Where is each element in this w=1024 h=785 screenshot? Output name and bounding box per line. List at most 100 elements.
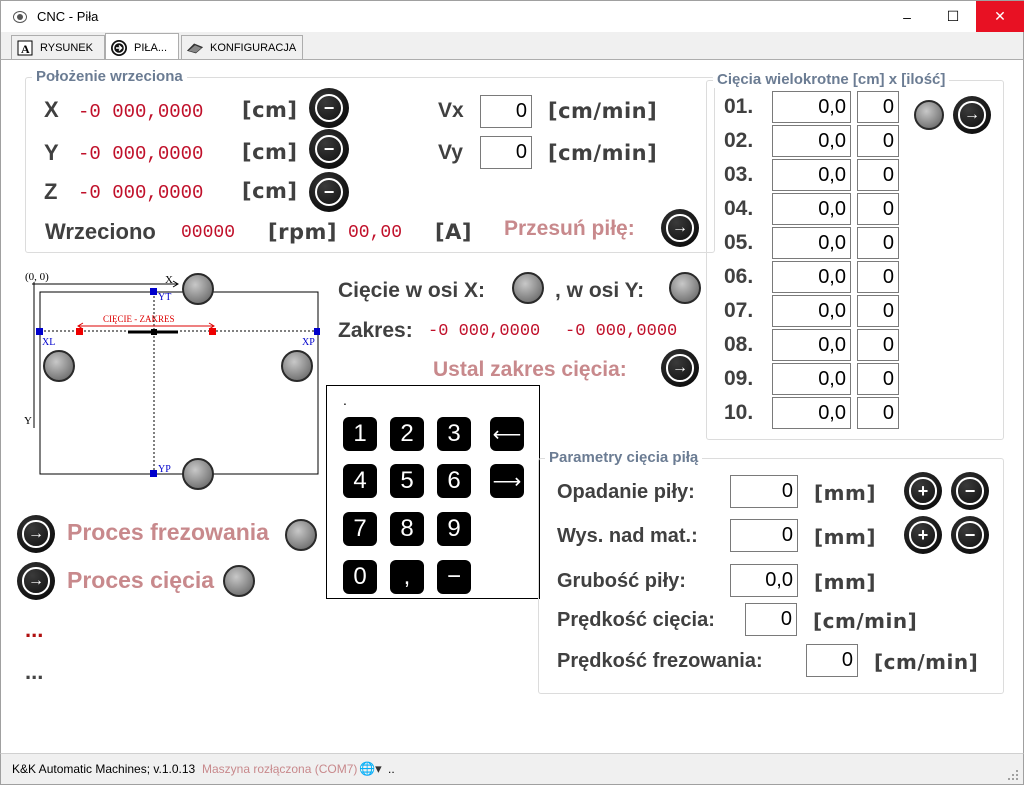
multi-cut-quantity-input[interactable]: 0 [857, 329, 899, 361]
multi-cut-indicator[interactable] [914, 100, 944, 130]
multi-cut-length-input[interactable]: 0,0 [772, 125, 851, 157]
multi-cut-quantity-input[interactable]: 0 [857, 363, 899, 395]
cutting-process-indicator[interactable] [223, 565, 255, 597]
tab-label: RYSUNEK [40, 42, 93, 54]
key-8[interactable]: 8 [390, 512, 424, 546]
axis-x-value: -0 000,0000 [78, 101, 204, 123]
minus-icon: − [956, 477, 984, 505]
tab-pila[interactable]: PIŁA... [105, 33, 179, 61]
multi-cut-length-input[interactable]: 0,0 [772, 329, 851, 361]
x-axis-arrow [172, 280, 179, 288]
axis-x-label: X [44, 97, 59, 122]
multi-cut-quantity-input[interactable]: 0 [857, 261, 899, 293]
cut-axis-y-toggle[interactable] [669, 272, 701, 304]
minimize-button[interactable]: – [903, 8, 911, 25]
move-saw-button[interactable]: → [661, 209, 699, 247]
drop-decrease-button[interactable]: − [951, 472, 989, 510]
mill-speed-label: Prędkość frezowania: [557, 650, 763, 672]
key-minus[interactable]: − [437, 560, 471, 594]
multi-cut-row-number: 01. [724, 95, 754, 118]
drop-input[interactable]: 0 [730, 475, 798, 508]
close-button[interactable]: ✕ [976, 1, 1024, 32]
maximize-button[interactable]: ☐ [946, 8, 960, 24]
key-0[interactable]: 0 [343, 560, 377, 594]
height-decrease-button[interactable]: − [951, 516, 989, 554]
multi-cut-length-input[interactable]: 0,0 [772, 295, 851, 327]
key-5[interactable]: 5 [390, 464, 424, 498]
xp-limit-indicator[interactable] [281, 350, 313, 382]
milling-process-indicator[interactable] [285, 519, 317, 551]
tab-rysunek[interactable]: A RYSUNEK [11, 35, 105, 60]
cut-speed-input[interactable]: 0 [745, 603, 797, 636]
milling-process-button[interactable]: → [17, 515, 55, 553]
mill-speed-input[interactable]: 0 [806, 644, 858, 677]
key-forward[interactable]: ⟶ [490, 464, 524, 498]
multi-cut-length-input[interactable]: 0,0 [772, 193, 851, 225]
cut-speed-unit: [cm/min] [813, 609, 918, 633]
drop-increase-button[interactable]: + [904, 472, 942, 510]
range-from-value: -0 000,0000 [428, 322, 541, 341]
arrow-right-icon: → [958, 101, 986, 129]
multi-cut-length-input[interactable]: 0,0 [772, 397, 851, 429]
status-extra: .. [388, 762, 395, 776]
axis-z-unit: [cm] [242, 179, 298, 203]
vy-input[interactable]: 0 [480, 136, 532, 169]
cut-axis-x-toggle[interactable] [512, 272, 544, 304]
move-saw-label: Przesuń piłę: [504, 217, 635, 240]
height-label: Wys. nad mat.: [557, 525, 698, 547]
height-input[interactable]: 0 [730, 519, 798, 552]
multi-cut-quantity-input[interactable]: 0 [857, 397, 899, 429]
set-range-button[interactable]: → [661, 349, 699, 387]
multi-cut-start-button[interactable]: → [953, 96, 991, 134]
key-4[interactable]: 4 [343, 464, 377, 498]
key-7[interactable]: 7 [343, 512, 377, 546]
multi-cut-length-input[interactable]: 0,0 [772, 261, 851, 293]
thickness-input[interactable]: 0,0 [730, 564, 798, 597]
reset-y-button[interactable]: − [309, 129, 349, 169]
minus-icon: − [314, 134, 344, 164]
key-9[interactable]: 9 [437, 512, 471, 546]
cut-speed-label: Prędkość cięcia: [557, 609, 715, 631]
multi-cut-quantity-input[interactable]: 0 [857, 227, 899, 259]
y-axis-label: Y [24, 415, 32, 427]
saw-params-group: Parametry cięcia piłą [538, 449, 1004, 694]
multi-cut-length-input[interactable]: 0,0 [772, 159, 851, 191]
minus-icon: − [314, 93, 344, 123]
cutting-process-button[interactable]: → [17, 562, 55, 600]
origin-label: (0, 0) [25, 271, 49, 283]
multi-cut-quantity-input[interactable]: 0 [857, 193, 899, 225]
multi-cut-quantity-input[interactable]: 0 [857, 159, 899, 191]
multi-cut-length-input[interactable]: 0,0 [772, 363, 851, 395]
multi-cut-row-number: 02. [724, 129, 754, 152]
reset-x-button[interactable]: − [309, 88, 349, 128]
globe-dropdown-icon[interactable]: 🌐▾ [359, 761, 382, 776]
multi-cut-quantity-input[interactable]: 0 [857, 125, 899, 157]
key-comma[interactable]: , [390, 560, 424, 594]
axis-y-unit: [cm] [242, 140, 298, 164]
vx-input[interactable]: 0 [480, 95, 532, 128]
yp-limit-indicator[interactable] [182, 458, 214, 490]
axis-y-label: Y [44, 140, 59, 165]
yt-limit-indicator[interactable] [182, 273, 214, 305]
key-2[interactable]: 2 [390, 417, 424, 451]
keypad-display: . [343, 392, 347, 408]
xl-limit-indicator[interactable] [43, 350, 75, 382]
key-backspace[interactable]: ⟵ [490, 417, 524, 451]
mill-speed-unit: [cm/min] [874, 650, 979, 674]
yp-marker [150, 470, 157, 477]
resize-grip-icon[interactable] [1006, 768, 1020, 782]
range-start-marker [76, 328, 83, 335]
multi-cut-length-input[interactable]: 0,0 [772, 91, 851, 123]
key-6[interactable]: 6 [437, 464, 471, 498]
key-3[interactable]: 3 [437, 417, 471, 451]
multi-cut-row-number: 08. [724, 333, 754, 356]
multi-cut-length-input[interactable]: 0,0 [772, 227, 851, 259]
multi-cut-quantity-input[interactable]: 0 [857, 91, 899, 123]
key-1[interactable]: 1 [343, 417, 377, 451]
reset-z-button[interactable]: − [309, 172, 349, 212]
height-increase-button[interactable]: + [904, 516, 942, 554]
cut-axis-y-label: , w osi Y: [555, 279, 645, 302]
tab-konfiguracja[interactable]: KONFIGURACJA [181, 35, 303, 60]
multi-cut-quantity-input[interactable]: 0 [857, 295, 899, 327]
